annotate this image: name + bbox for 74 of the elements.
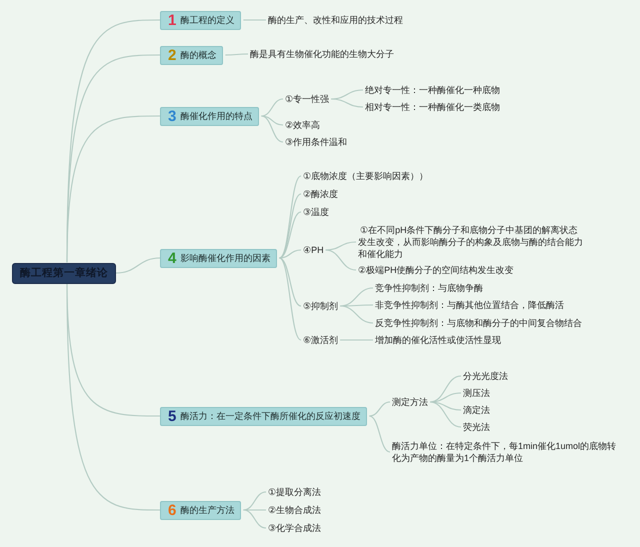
topic-label: 酶的生产方法 <box>180 504 234 516</box>
connector-line <box>66 284 160 511</box>
branch-label: ③作用条件温和 <box>285 136 348 148</box>
topic-box <box>160 106 260 126</box>
connector-line <box>430 401 462 428</box>
branch-label: 绝对专一性：一种酶催化一种底物 <box>365 84 500 96</box>
central-topic: 酶工程第一章绪论 <box>12 262 116 284</box>
topic-label: 酶活力：在一定条件下酶所催化的反应初速度 <box>180 410 360 422</box>
connector-line <box>340 339 373 341</box>
branch-label: ⑤抑制剂 <box>303 300 338 312</box>
topic-box <box>160 10 242 30</box>
branch-label: 反竞争性抑制剂：与底物和酶分子的中间复合物结合 <box>375 317 582 329</box>
connector-line <box>243 509 266 511</box>
topic-box <box>160 248 278 268</box>
connector-line <box>340 287 374 307</box>
branch-label: 滴定法 <box>463 404 490 416</box>
connector-line <box>243 19 266 21</box>
connector-line <box>326 249 356 271</box>
branch-label: 增加酶的催化活性或使活性显现 <box>375 334 501 346</box>
branch-label: ③温度 <box>303 206 330 218</box>
connector-line <box>430 375 462 403</box>
connector-line <box>261 115 284 126</box>
connector-line <box>225 53 248 56</box>
branch-label: 竞争性抑制剂：与底物争酶 <box>375 282 483 294</box>
branch-label: ①专一性强 <box>285 93 330 105</box>
branch-label: ①在不同pH条件下酶分子和底物分子中基团的解离状态发生改变，从而影响酶分子的构象及底物与酶的结合能力和催化能力 <box>358 224 585 260</box>
branch-label: 酶是具有生物催化功能的生物大分子 <box>250 48 394 60</box>
branch-label: ①提取分离法 <box>268 486 322 498</box>
connector-line <box>66 115 160 263</box>
topic-number: 1 <box>168 12 176 28</box>
connector-line <box>326 241 356 251</box>
branch-label: 测定方法 <box>392 396 428 408</box>
branch-label: ①底物浓度（主要影响因素）） <box>303 170 428 182</box>
topic-label: 酶的概念 <box>180 49 216 61</box>
branch-label: ②生物合成法 <box>268 504 322 516</box>
connector-line <box>243 509 266 529</box>
topic-box <box>160 500 242 520</box>
connector-line <box>279 194 302 258</box>
branch-label: 分光光度法 <box>463 370 508 382</box>
connector-line <box>261 115 284 143</box>
branch-label: ②酶浓度 <box>303 188 338 200</box>
connector-line <box>261 98 284 117</box>
connector-line <box>279 257 302 307</box>
branch-label: 相对专一性：一种酶催化一类底物 <box>365 101 500 113</box>
connector-line <box>116 257 160 274</box>
connector-line <box>279 258 302 340</box>
topic-box <box>160 406 368 426</box>
connector-line <box>279 211 302 259</box>
connector-line <box>243 491 266 511</box>
topic-number: 5 <box>168 408 176 424</box>
connector-line <box>369 415 390 453</box>
connector-line <box>331 98 364 108</box>
branch-label: ②极端PH使酶分子的空间结构发生改变 <box>358 264 514 276</box>
branch-label: ⑥激活剂 <box>303 334 338 346</box>
branch-label: 测压法 <box>463 387 490 399</box>
topic-number: 2 <box>168 46 176 64</box>
branch-label: ③化学合成法 <box>268 522 322 534</box>
connector-line <box>279 176 302 258</box>
branch-label: ②效率高 <box>285 119 320 131</box>
branch-label: 酶活力单位：在特定条件下，每1min催化1umol的底物转化为产物的酶量为1个酶活力单位 <box>392 440 620 464</box>
topic-label: 酶工程的定义 <box>180 14 234 26</box>
topic-box <box>160 46 224 64</box>
connector-line <box>279 249 302 259</box>
topic-number: 6 <box>168 502 176 518</box>
branch-label: 非竞争性抑制剂：与酶其他位置结合，降低酶活 <box>375 299 564 311</box>
topic-number: 4 <box>168 250 176 266</box>
topic-label: 影响酶催化作用的因素 <box>180 252 270 264</box>
branch-label: 酶的生产、改性和应用的技术过程 <box>268 14 403 26</box>
connector-line <box>340 305 374 324</box>
branch-label: 荧光法 <box>463 421 490 433</box>
connector-line <box>369 401 390 417</box>
topic-label: 酶催化作用的特点 <box>180 110 252 122</box>
topic-number: 3 <box>168 108 176 124</box>
branch-label: ④PH <box>303 244 324 256</box>
